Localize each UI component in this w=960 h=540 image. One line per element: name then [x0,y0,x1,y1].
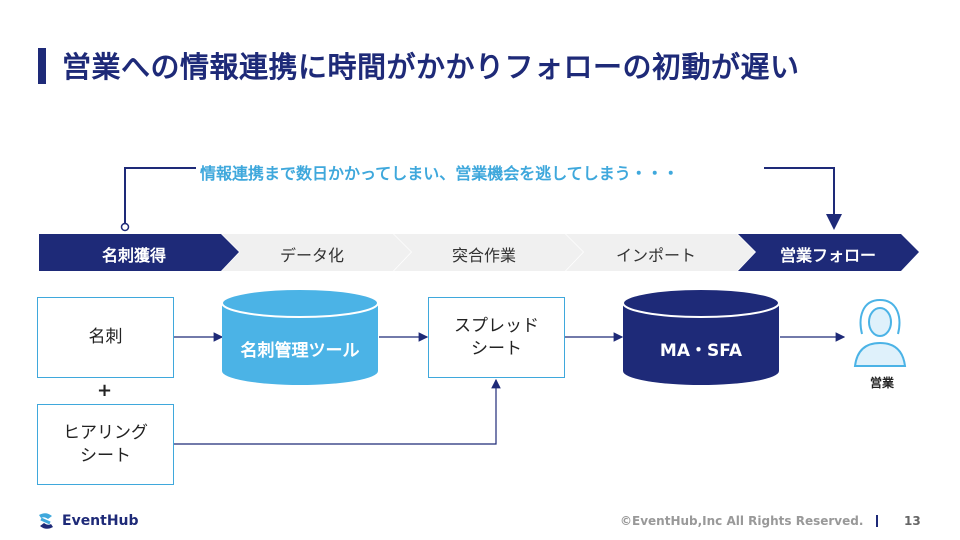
footer-logo: EventHub [36,511,139,531]
plus-sign: + [97,380,113,401]
ma-sfa-cylinder [622,288,780,385]
footer-separator [876,515,878,527]
meishi-tool-label: 名刺管理ツール [240,341,360,361]
flow-connectors [173,332,846,445]
spreadsheet-box: スプレッド シート [428,297,565,378]
feedback-loop-line [120,167,842,232]
eventhub-logo-icon [39,513,53,529]
loop-start-dot [120,222,130,232]
ma-sfa-label: MA・SFA [659,341,743,361]
slide-title: 営業への情報連携に時間がかかりフォローの初動が遅い [62,50,800,84]
meishi-box: 名刺 [37,297,174,378]
page-number: 13 [904,514,921,528]
sales-label: 営業 [869,376,894,390]
chevron-step-5 [738,234,919,271]
step-label-3: 突合作業 [451,246,516,265]
step-label-5: 営業フォロー [779,246,876,265]
step-label-1: 名刺獲得 [101,246,166,265]
person-icon [853,298,907,367]
chevron-step-2 [222,234,411,271]
copyright-text: ©EventHub,Inc All Rights Reserved. [620,514,864,528]
step-label-4: インポート [615,246,696,265]
title-accent-bar [38,48,46,84]
meishi-tool-cylinder [221,288,379,385]
chevron-step-1 [39,234,239,271]
hearing-sheet-box: ヒアリング シート [37,404,174,485]
step-label-2: データ化 [279,246,344,265]
chevron-step-4 [566,234,755,271]
feedback-message: 情報連携まで数日かかってしまい、営業機会を逃してしまう・・・ [196,160,764,184]
chevron-step-3 [394,234,583,271]
logo-text: EventHub [62,513,139,529]
